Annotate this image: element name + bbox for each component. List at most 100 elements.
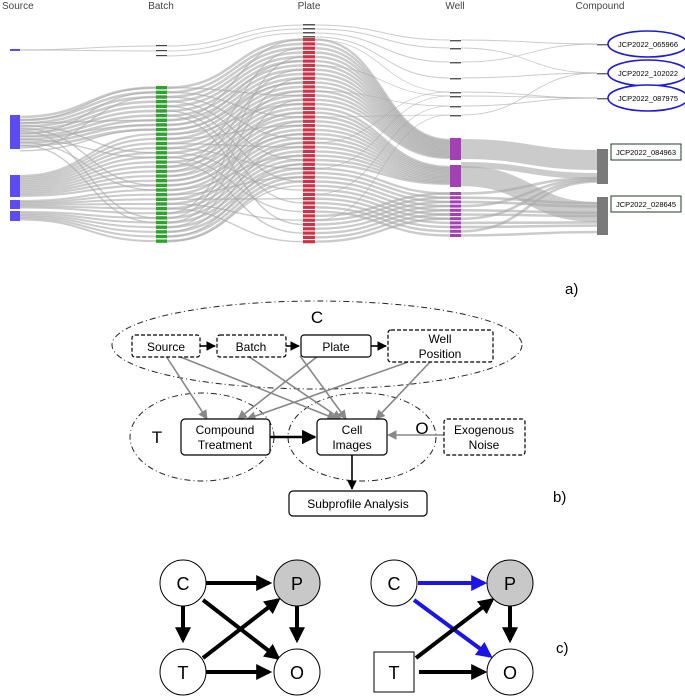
sankey-node-plate-small	[303, 32, 315, 34]
highlight-box-2	[610, 195, 682, 213]
sankey-node-plate	[303, 85, 315, 89]
node-plate	[300, 334, 372, 358]
sankey-node-batch	[156, 146, 167, 150]
sankey-link	[314, 36, 451, 79]
sankey-node-batch	[156, 132, 167, 136]
sankey-link	[19, 218, 157, 243]
sankey-node-well	[450, 217, 461, 221]
sankey-link	[19, 202, 157, 206]
sankey-node-plate	[303, 179, 315, 184]
sankey-node-batch	[156, 239, 167, 243]
sankey-node-well	[450, 204, 461, 208]
sankey-link	[19, 124, 157, 154]
sankey-link	[19, 165, 157, 190]
group-label-o: O	[415, 419, 428, 438]
sankey-link	[460, 180, 598, 233]
sankey-link	[166, 77, 304, 219]
sankey-link	[460, 95, 598, 99]
sankey-node-plate	[303, 231, 315, 235]
sankey-link	[166, 171, 304, 234]
sankey-node-plate	[303, 38, 315, 42]
sankey-node-plate	[303, 222, 315, 227]
sankey-link	[314, 28, 451, 49]
sankey-node-compound	[597, 197, 608, 235]
sankey-link	[314, 137, 451, 178]
sankey-node-plate	[303, 111, 315, 115]
sankey-link	[19, 179, 157, 196]
sankey-node-batch	[156, 202, 167, 206]
edge-well-compound	[246, 361, 409, 421]
sankey-node-well-small	[450, 106, 461, 108]
sankey-link	[314, 184, 451, 212]
sankey-node-well-small	[450, 96, 461, 98]
sankey-node-batch-small	[156, 55, 167, 57]
sankey-link	[314, 85, 451, 155]
sankey-node-batch	[156, 86, 167, 90]
sankey-link	[314, 39, 451, 93]
sankey-link	[166, 46, 304, 99]
sankey-node-plate	[303, 184, 315, 188]
sankey-node-batch-small	[156, 50, 167, 52]
node-compound-label-2: Treatment	[198, 438, 253, 452]
sankey-link	[314, 95, 451, 169]
sankey-node-well	[450, 234, 461, 237]
sankey-link	[460, 47, 598, 74]
sankey-node-batch	[156, 90, 167, 95]
node-o-left	[273, 648, 321, 696]
sankey-link	[166, 99, 304, 224]
sankey-link	[314, 167, 451, 195]
sankey-link	[460, 179, 598, 220]
sankey-link	[19, 211, 157, 219]
sankey-link	[314, 145, 451, 180]
sankey-diagram: Source Batch Plate Well Compound JCP2022…	[2, 1, 685, 298]
sankey-node-batch	[156, 141, 167, 146]
node-c-right	[370, 559, 418, 607]
sankey-node-plate	[303, 124, 315, 128]
sankey-link	[19, 142, 157, 181]
sankey-link	[19, 91, 157, 135]
sankey-link	[314, 192, 451, 218]
sankey-link	[314, 59, 451, 148]
sankey-link	[166, 120, 304, 228]
sankey-node-batch	[156, 123, 167, 127]
sankey-link	[19, 100, 157, 128]
sankey-links	[19, 24, 598, 243]
sankey-node-well	[450, 213, 461, 216]
sankey-link	[314, 55, 451, 146]
sankey-node-plate	[303, 141, 315, 145]
sankey-node-batch	[156, 188, 167, 192]
sankey-link	[314, 114, 451, 221]
sankey-link	[314, 176, 451, 204]
sankey-node-compound	[597, 149, 608, 184]
sankey-link	[19, 49, 157, 52]
node-p-left-label: P	[291, 574, 303, 594]
sankey-link	[166, 89, 304, 145]
group-ellipse-c	[111, 300, 523, 390]
sankey-node-batch	[156, 127, 167, 132]
sankey-node-source	[10, 115, 20, 149]
sankey-link	[166, 38, 304, 89]
sankey-link	[314, 180, 451, 208]
sankey-link	[314, 197, 451, 225]
sankey-link	[314, 213, 451, 239]
sankey-link	[19, 205, 157, 210]
sankey-link	[314, 105, 451, 195]
sankey-link	[314, 64, 451, 149]
sankey-node-plate	[303, 81, 315, 85]
sankey-link	[19, 198, 157, 205]
sankey-node-well	[450, 192, 461, 195]
sankey-node-source	[10, 49, 20, 51]
sankey-link	[314, 141, 451, 179]
sankey-link	[166, 38, 304, 121]
sankey-link	[166, 154, 304, 215]
sankey-node-batch	[156, 160, 167, 164]
compound-label-3: JCP2022_087975	[618, 94, 678, 103]
node-c-right-label: C	[388, 574, 401, 594]
sankey-node-plate-small	[303, 28, 315, 30]
node-cell-images	[316, 418, 388, 456]
sankey-node-batch	[156, 234, 167, 239]
node-o-left-label: O	[290, 663, 304, 683]
sankey-link	[19, 184, 157, 197]
sankey-node-plate	[303, 210, 315, 214]
sankey-link	[460, 209, 598, 215]
